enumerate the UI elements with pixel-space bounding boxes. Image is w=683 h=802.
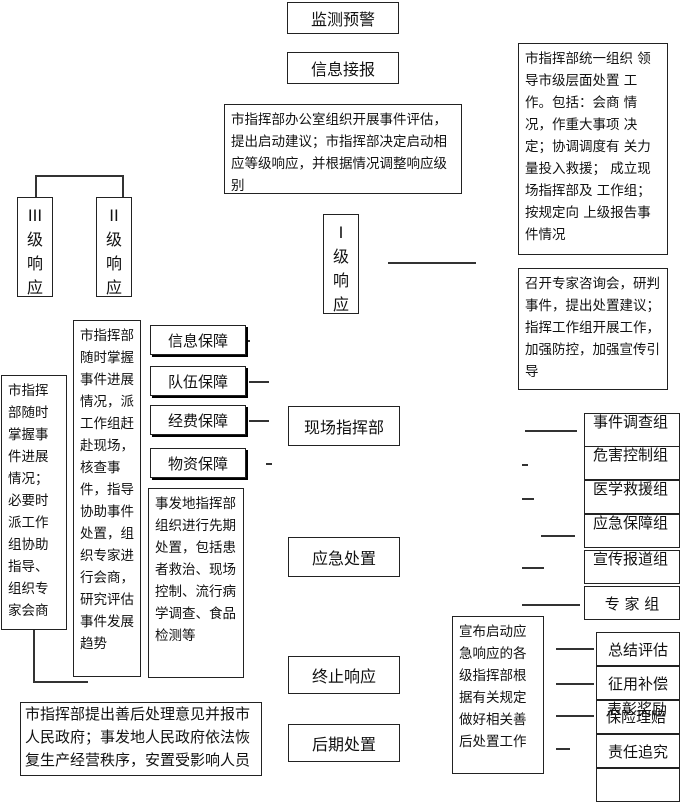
connector-line	[522, 604, 580, 606]
group-hazard-control: 危害控制组	[584, 446, 680, 480]
connector-line	[522, 498, 534, 500]
connector-line	[33, 630, 35, 682]
support-fund: 经费保障	[150, 405, 246, 435]
support-team: 队伍保障	[150, 366, 246, 396]
group-publicity: 宣传报道组	[584, 550, 680, 584]
after-insurance: 保险理赔	[606, 708, 667, 726]
connector-line	[35, 175, 123, 177]
group-medical-rescue: 医学救援组	[584, 480, 680, 514]
after-compensation: 征用补偿	[596, 666, 680, 700]
connector-line	[522, 464, 528, 466]
node-local-first: 事发地指挥部组织进行先期处置，包括患者救治、现场控制、流行病学调查、食品检测等	[148, 488, 244, 678]
connector-line	[249, 420, 269, 422]
node-terminate: 终止响应	[288, 656, 400, 694]
support-info: 信息保障	[150, 325, 246, 355]
connector-line	[266, 463, 272, 465]
connector-line	[541, 535, 575, 537]
connector-line	[246, 340, 250, 342]
empty-box	[596, 768, 680, 802]
node-left-outer: 市指挥部随时掌握事件进展情况；必要时派工作组协助指导、组织专家会商	[1, 375, 67, 630]
connector-line	[525, 430, 577, 432]
connector-line	[556, 648, 594, 650]
node-aftermath-notice: 宣布启动应急响应的各级指挥部根据有关规定做好相关善后处置工作	[452, 616, 544, 774]
after-accountability: 责任追究	[596, 734, 680, 768]
node-left-inner: 市指挥部随时掌握事件进展情况，派工作组赶赴现场，核查事件，指导协助事件处置，组织…	[73, 320, 141, 677]
after-summary: 总结评估	[596, 632, 680, 666]
node-onsite-hq: 现场指挥部	[288, 406, 400, 446]
support-material: 物资保障	[150, 448, 246, 478]
group-investigation: 事件调查组	[584, 413, 680, 447]
node-emergency: 应急处置	[288, 537, 400, 577]
group-experts: 专 家 组	[584, 586, 680, 620]
node-level3: III 级 响 应	[17, 197, 53, 297]
node-unified-command: 市指挥部统一组织 领导市级层面处置 工作。包括：会商 情况，作重大事项 决定；协…	[518, 43, 668, 255]
node-office-eval: 市指挥部办公室组织开展事件评估，提出启动建议；市指挥部决定启动相应等级响应，并根…	[224, 104, 462, 194]
connector-line	[249, 381, 269, 383]
node-level2: II 级 响 应	[96, 197, 132, 297]
node-monitor: 监测预警	[287, 2, 399, 34]
node-aftermath-desc: 市指挥部提出善后处理意见并报市人民政府；事发地人民政府依法恢复生产经营秩序，安置…	[20, 702, 262, 776]
node-expert-consult: 召开专家咨询会，研判事件，提出处置建议；指挥工作组开展工作，加强防控，加强宣传引…	[518, 268, 668, 390]
node-aftermath: 后期处置	[288, 724, 400, 762]
connector-line	[122, 175, 124, 197]
group-emergency-support: 应急保障组	[584, 514, 680, 548]
node-info-report: 信息接报	[287, 52, 399, 84]
node-level1: I 级 响 应	[323, 214, 359, 314]
connector-line	[388, 262, 476, 264]
connector-line	[556, 748, 570, 750]
after-commendation: 表彰奖励	[596, 700, 680, 734]
connector-line	[556, 683, 594, 685]
connector-line	[556, 715, 594, 717]
connector-line	[33, 681, 88, 683]
connector-line	[35, 175, 37, 197]
connector-line	[522, 567, 544, 569]
